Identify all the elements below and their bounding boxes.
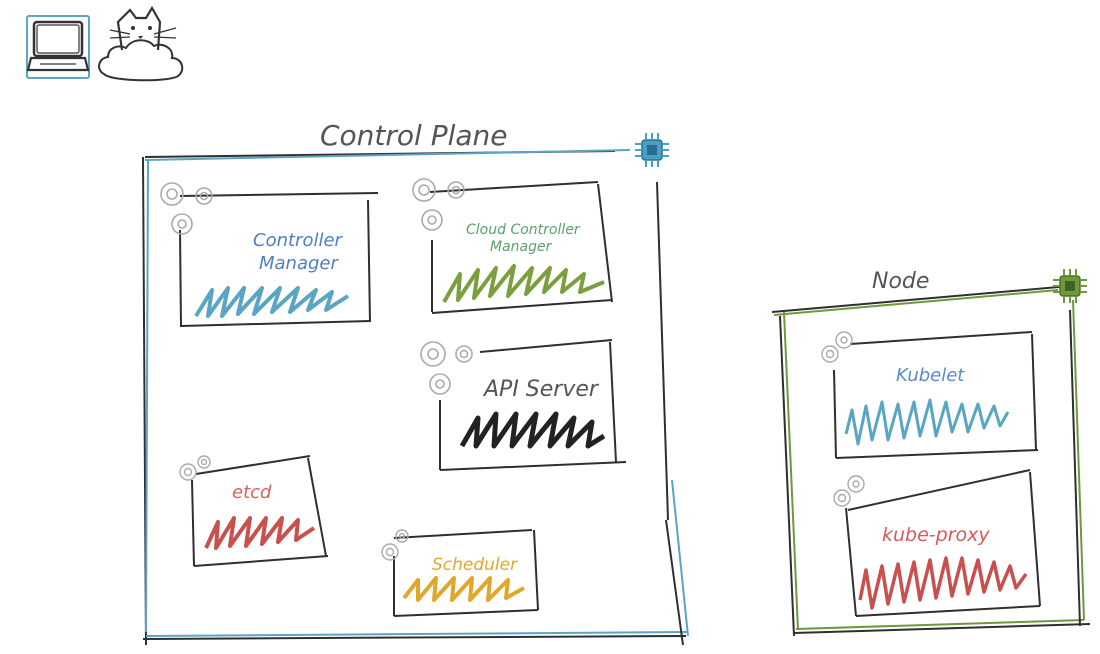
chip-icon (635, 133, 669, 167)
etcd-label: etcd (232, 482, 272, 503)
gears-icon (420, 341, 473, 395)
gears-icon (833, 475, 865, 507)
scheduler-box: Scheduler (381, 529, 539, 617)
control-plane-title: Control Plane (320, 119, 508, 152)
control-plane-box: Control Plane (142, 119, 689, 646)
api-server-label: API Server (482, 377, 600, 402)
kube-proxy-label: kube-proxy (882, 524, 990, 546)
kube-proxy-scribble (858, 556, 1028, 610)
kubelet-label: Kubelet (896, 365, 965, 386)
node-title: Node (872, 269, 929, 294)
kubelet-box: Kubelet (821, 331, 1039, 459)
chip-icon (1053, 269, 1087, 303)
cloud-controller-manager-label-2: Manager (490, 239, 553, 255)
api-server-scribble (459, 411, 606, 449)
kube-proxy-box: kube-proxy (833, 469, 1041, 617)
gears-icon (381, 529, 409, 561)
gears-icon (160, 182, 213, 235)
gears-icon (412, 178, 465, 231)
cat-cloud-icon (98, 5, 184, 82)
controller-manager-box: Controller Manager (160, 182, 379, 328)
scheduler-label: Scheduler (432, 555, 518, 575)
controller-manager-label-2: Manager (259, 253, 339, 274)
kubelet-scribble (844, 398, 1010, 446)
controller-manager-label-1: Controller (253, 230, 344, 251)
api-server-box: API Server (420, 339, 627, 471)
controller-manager-scribble (194, 286, 350, 318)
gears-icon (179, 455, 211, 481)
node-box: Node (771, 269, 1091, 637)
etcd-box: etcd (179, 455, 329, 567)
cloud-controller-manager-box: Cloud Controller Manager (412, 178, 613, 314)
scheduler-scribble (402, 576, 525, 602)
gears-icon (821, 331, 853, 363)
cloud-controller-manager-label-1: Cloud Controller (466, 222, 581, 238)
laptop-icon (26, 15, 90, 79)
cloud-controller-manager-scribble (442, 264, 605, 303)
etcd-scribble (204, 516, 316, 550)
